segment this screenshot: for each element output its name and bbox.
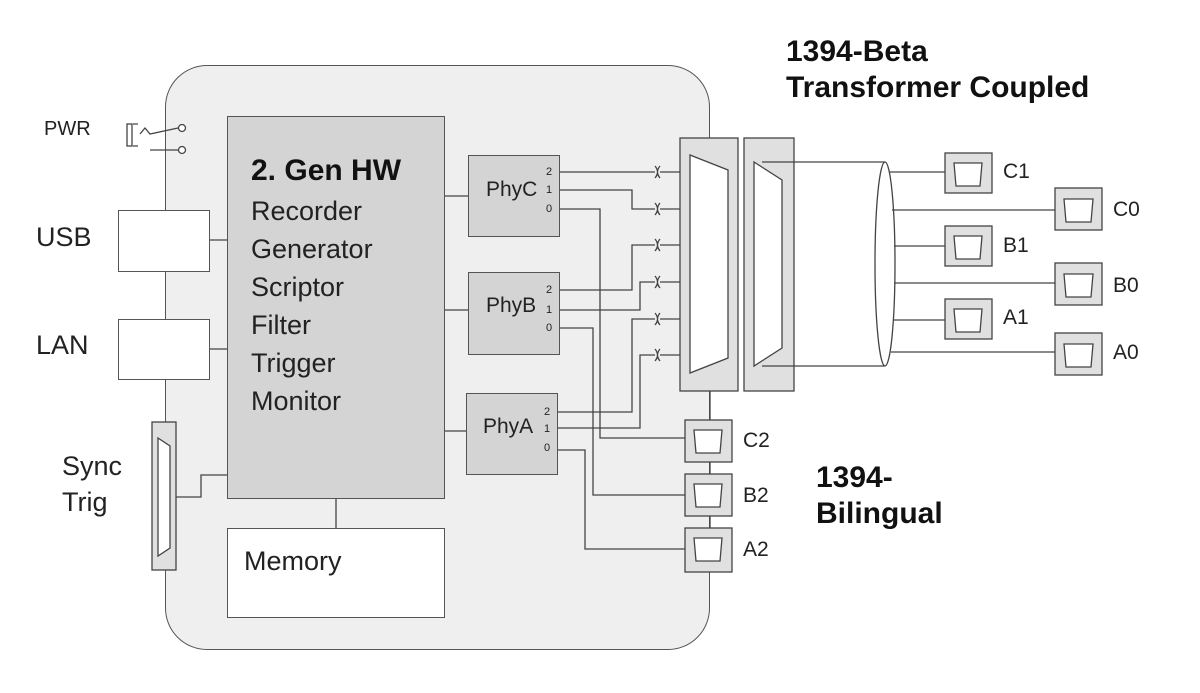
lan-label: LAN <box>36 330 89 360</box>
memory-box <box>227 528 445 618</box>
hw-item-filter: Filter <box>251 310 311 340</box>
phy-c-pin-2: 2 <box>546 166 553 178</box>
sync-label: Sync <box>62 451 123 481</box>
port-c0-label: C0 <box>1113 198 1140 221</box>
memory-label: Memory <box>244 546 342 576</box>
port-a2-label: A2 <box>743 538 769 561</box>
usb-box <box>118 210 210 272</box>
phy-b-pin-2: 2 <box>546 284 553 296</box>
port-b0-label: B0 <box>1113 274 1139 297</box>
hw-title: 2. Gen HW <box>251 154 402 187</box>
phy-b-label: PhyB <box>486 294 537 317</box>
hw-item-generator: Generator <box>251 234 373 264</box>
phy-b-box <box>468 272 560 355</box>
port-a0-label: A0 <box>1113 341 1139 364</box>
phy-b-pin-1: 1 <box>546 304 553 316</box>
port-b2-label: B2 <box>743 484 769 507</box>
phy-c-pin-0: 0 <box>546 203 553 215</box>
beta-heading: 1394-Beta Transformer Coupled <box>786 34 1089 106</box>
phy-a-label: PhyA <box>483 415 534 438</box>
phy-c-label: PhyC <box>486 178 538 201</box>
phy-a-box <box>466 393 558 475</box>
power-label: PWR <box>44 118 91 140</box>
hw-box <box>227 116 445 499</box>
lan-box <box>118 319 210 380</box>
port-c1-label: C1 <box>1003 160 1030 183</box>
usb-label: USB <box>36 222 92 252</box>
phy-c-pin-1: 1 <box>546 184 553 196</box>
hw-item-scriptor: Scriptor <box>251 272 345 302</box>
bilingual-heading-line-1: 1394- <box>816 461 893 494</box>
beta-heading-line-1: 1394-Beta <box>786 35 928 68</box>
port-b1-label: B1 <box>1003 234 1029 257</box>
phy-b-pin-0: 0 <box>546 322 553 334</box>
phy-a-pin-2: 2 <box>544 406 551 418</box>
hw-item-recorder: Recorder <box>251 196 363 226</box>
hw-item-trigger: Trigger <box>251 348 336 378</box>
hw-item-monitor: Monitor <box>251 386 342 416</box>
phy-c-box <box>468 155 560 237</box>
bilingual-heading-line-2: Bilingual <box>816 497 943 530</box>
port-c2-label: C2 <box>743 429 770 452</box>
phy-a-pin-0: 0 <box>544 442 551 454</box>
bilingual-heading: 1394- Bilingual <box>816 460 943 532</box>
phy-a-pin-1: 1 <box>544 423 551 435</box>
port-a1-label: A1 <box>1003 306 1029 329</box>
power-switch-icon <box>139 126 179 135</box>
trig-label: Trig <box>62 487 108 517</box>
beta-heading-line-2: Transformer Coupled <box>786 71 1090 104</box>
power-plug-icon <box>126 123 133 147</box>
